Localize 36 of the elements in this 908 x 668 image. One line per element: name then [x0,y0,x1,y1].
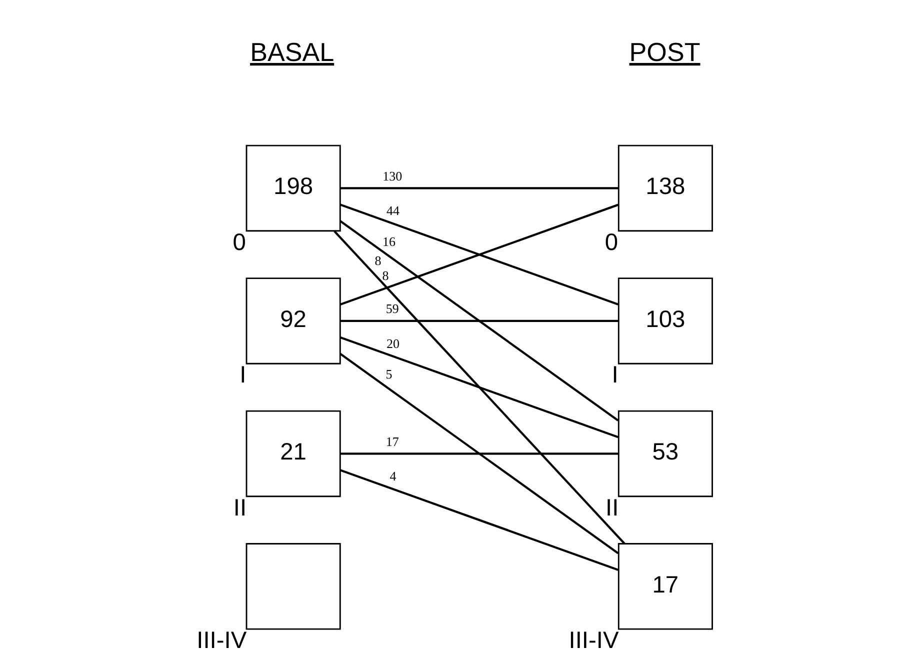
connector [340,187,618,190]
node-label: III-IV [196,628,246,654]
node-label: 0 [604,230,618,256]
connector [340,320,618,322]
node-box: 21 [245,410,340,498]
connector [339,220,618,422]
node-label: II [232,495,246,522]
node-label: 0 [232,230,246,256]
node-box: 198 [245,144,340,232]
connector [339,336,618,438]
node-label: I [239,362,246,389]
edge-label: 59 [385,301,398,316]
node-label: II [605,495,618,522]
node-box [245,543,340,630]
edge-label: 17 [385,434,398,449]
edge-label: 8 [382,268,388,283]
edge-label: 20 [386,336,400,351]
node-label: III-IV [568,628,618,654]
node-box: 103 [617,278,712,364]
edge-label: 8 [374,253,381,268]
label: BASAL [250,36,334,67]
node-box: 138 [617,144,712,232]
edge-label: 130 [382,168,402,184]
edge-label: 4 [389,468,396,484]
edge-label: 44 [386,203,400,218]
label: POST [628,36,700,67]
node-box: 53 [617,410,712,498]
connector [339,352,618,554]
edge-label: 5 [385,366,392,382]
node-box: 92 [245,278,340,364]
connector [340,452,618,455]
node-box: 17 [617,543,712,630]
edge-label: 16 [382,234,396,249]
node-label: I [611,362,618,389]
connector [333,230,625,544]
connector [339,469,618,571]
